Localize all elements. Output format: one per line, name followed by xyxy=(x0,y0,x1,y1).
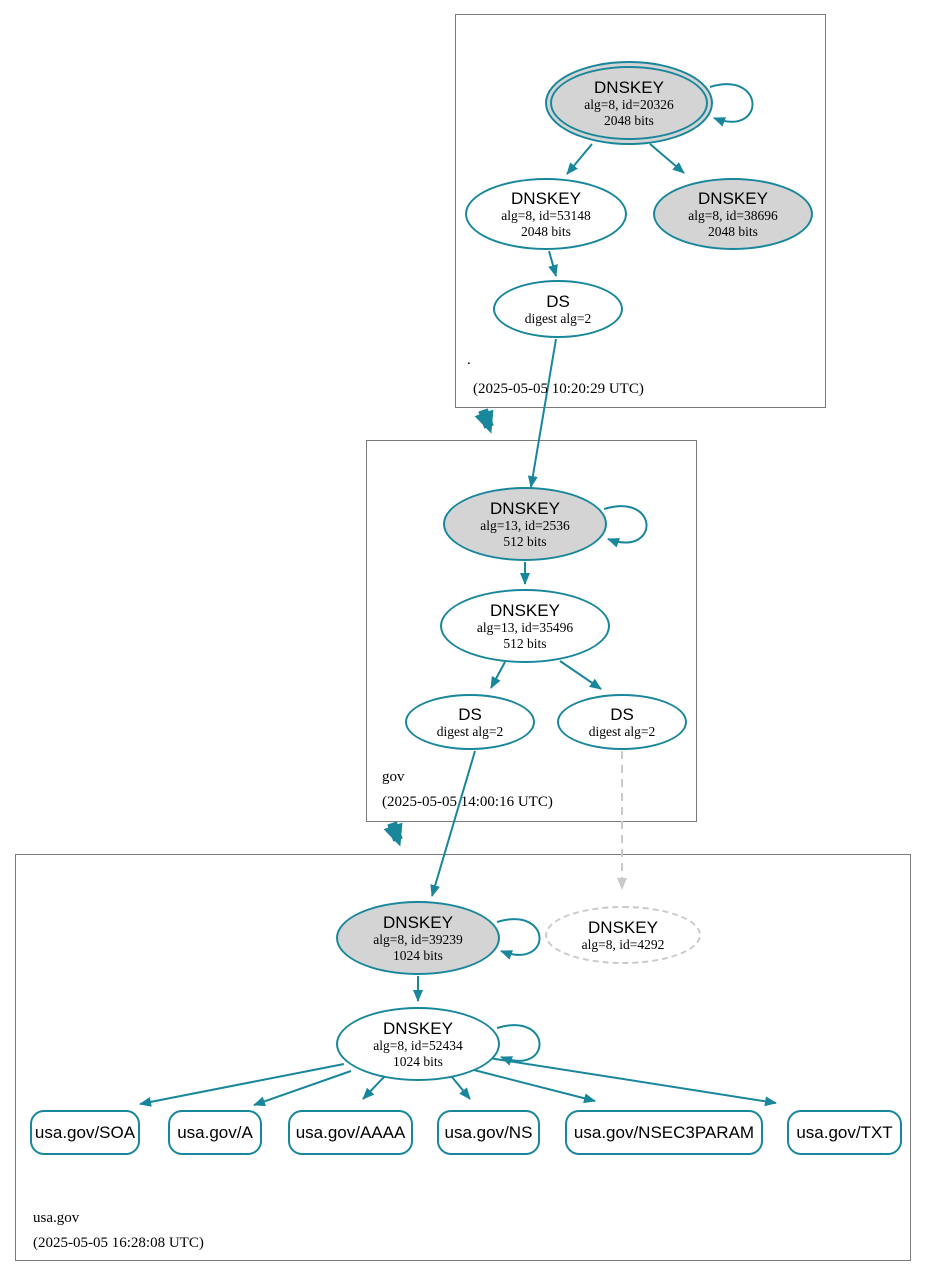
dnskey-52434-node[interactable]: DNSKEY alg=8, id=52434 1024 bits xyxy=(336,1007,500,1081)
ds-gov-left-node[interactable]: DS digest alg=2 xyxy=(405,694,535,750)
zone-label-usagov: usa.gov xyxy=(33,1210,80,1226)
node-detail: alg=8, id=4292 xyxy=(581,936,665,952)
node-detail: alg=8, id=39239 xyxy=(373,932,463,948)
node-title: DS xyxy=(610,704,634,724)
dnskey-53148-node[interactable]: DNSKEY alg=8, id=53148 2048 bits xyxy=(465,178,627,250)
dnskey-2536-node[interactable]: DNSKEY alg=13, id=2536 512 bits xyxy=(443,487,607,561)
node-title: DS xyxy=(546,291,570,311)
node-detail: 2048 bits xyxy=(708,223,758,239)
zone-timestamp-gov: (2025-05-05 14:00:16 UTC) xyxy=(382,794,553,810)
node-detail: 512 bits xyxy=(503,533,547,549)
rrset-usa-gov-soa[interactable]: usa.gov/SOA xyxy=(30,1110,140,1155)
rrset-usa-gov-txt[interactable]: usa.gov/TXT xyxy=(787,1110,902,1155)
node-detail: 1024 bits xyxy=(393,1053,443,1069)
node-title: DNSKEY xyxy=(594,78,664,98)
node-detail: digest alg=2 xyxy=(524,310,592,326)
zone-box-root xyxy=(455,14,826,408)
node-title: DNSKEY xyxy=(490,601,560,621)
rrset-usa-gov-ns[interactable]: usa.gov/NS xyxy=(437,1110,540,1155)
zone-timestamp-usagov: (2025-05-05 16:28:08 UTC) xyxy=(33,1235,204,1251)
node-title: DNSKEY xyxy=(383,913,453,933)
node-detail: digest alg=2 xyxy=(436,723,504,739)
node-detail: 2048 bits xyxy=(521,223,571,239)
node-detail: alg=8, id=53148 xyxy=(501,208,591,224)
ds-root-node[interactable]: DS digest alg=2 xyxy=(493,280,623,338)
dnskey-39239-node[interactable]: DNSKEY alg=8, id=39239 1024 bits xyxy=(336,901,500,975)
rrset-usa-gov-a[interactable]: usa.gov/A xyxy=(168,1110,262,1155)
node-detail: 512 bits xyxy=(503,635,547,651)
node-detail: alg=13, id=35496 xyxy=(476,620,574,636)
node-detail: digest alg=2 xyxy=(588,723,656,739)
node-detail: 1024 bits xyxy=(393,947,443,963)
edge-zone-transition-root-gov xyxy=(474,408,494,434)
dnskey-20326-node[interactable]: DNSKEY alg=8, id=20326 2048 bits xyxy=(545,61,713,145)
rrset-usa-gov-aaaa[interactable]: usa.gov/AAAA xyxy=(288,1110,413,1155)
edge-zone-transition-gov-usagov xyxy=(383,821,403,847)
dnskey-4292-missing-node[interactable]: DNSKEY alg=8, id=4292 xyxy=(545,906,701,964)
dnskey-35496-node[interactable]: DNSKEY alg=13, id=35496 512 bits xyxy=(440,589,610,663)
node-title: DNSKEY xyxy=(588,917,658,937)
rrset-usa-gov-nsec3param[interactable]: usa.gov/NSEC3PARAM xyxy=(565,1110,763,1155)
node-title: DS xyxy=(458,704,482,724)
node-title: DNSKEY xyxy=(490,499,560,519)
node-title: DNSKEY xyxy=(383,1019,453,1039)
zone-label-gov: gov xyxy=(382,769,405,785)
node-detail: alg=13, id=2536 xyxy=(480,518,570,534)
dnskey-38696-node[interactable]: DNSKEY alg=8, id=38696 2048 bits xyxy=(653,178,813,250)
node-detail: alg=8, id=20326 xyxy=(584,97,674,113)
ds-gov-right-node[interactable]: DS digest alg=2 xyxy=(557,694,687,750)
zone-timestamp-root: (2025-05-05 10:20:29 UTC) xyxy=(473,381,644,397)
node-detail: alg=8, id=52434 xyxy=(373,1038,463,1054)
node-detail: alg=8, id=38696 xyxy=(688,208,778,224)
node-detail: 2048 bits xyxy=(604,112,654,128)
zone-label-root: . xyxy=(467,352,471,368)
node-title: DNSKEY xyxy=(511,189,581,209)
node-title: DNSKEY xyxy=(698,189,768,209)
